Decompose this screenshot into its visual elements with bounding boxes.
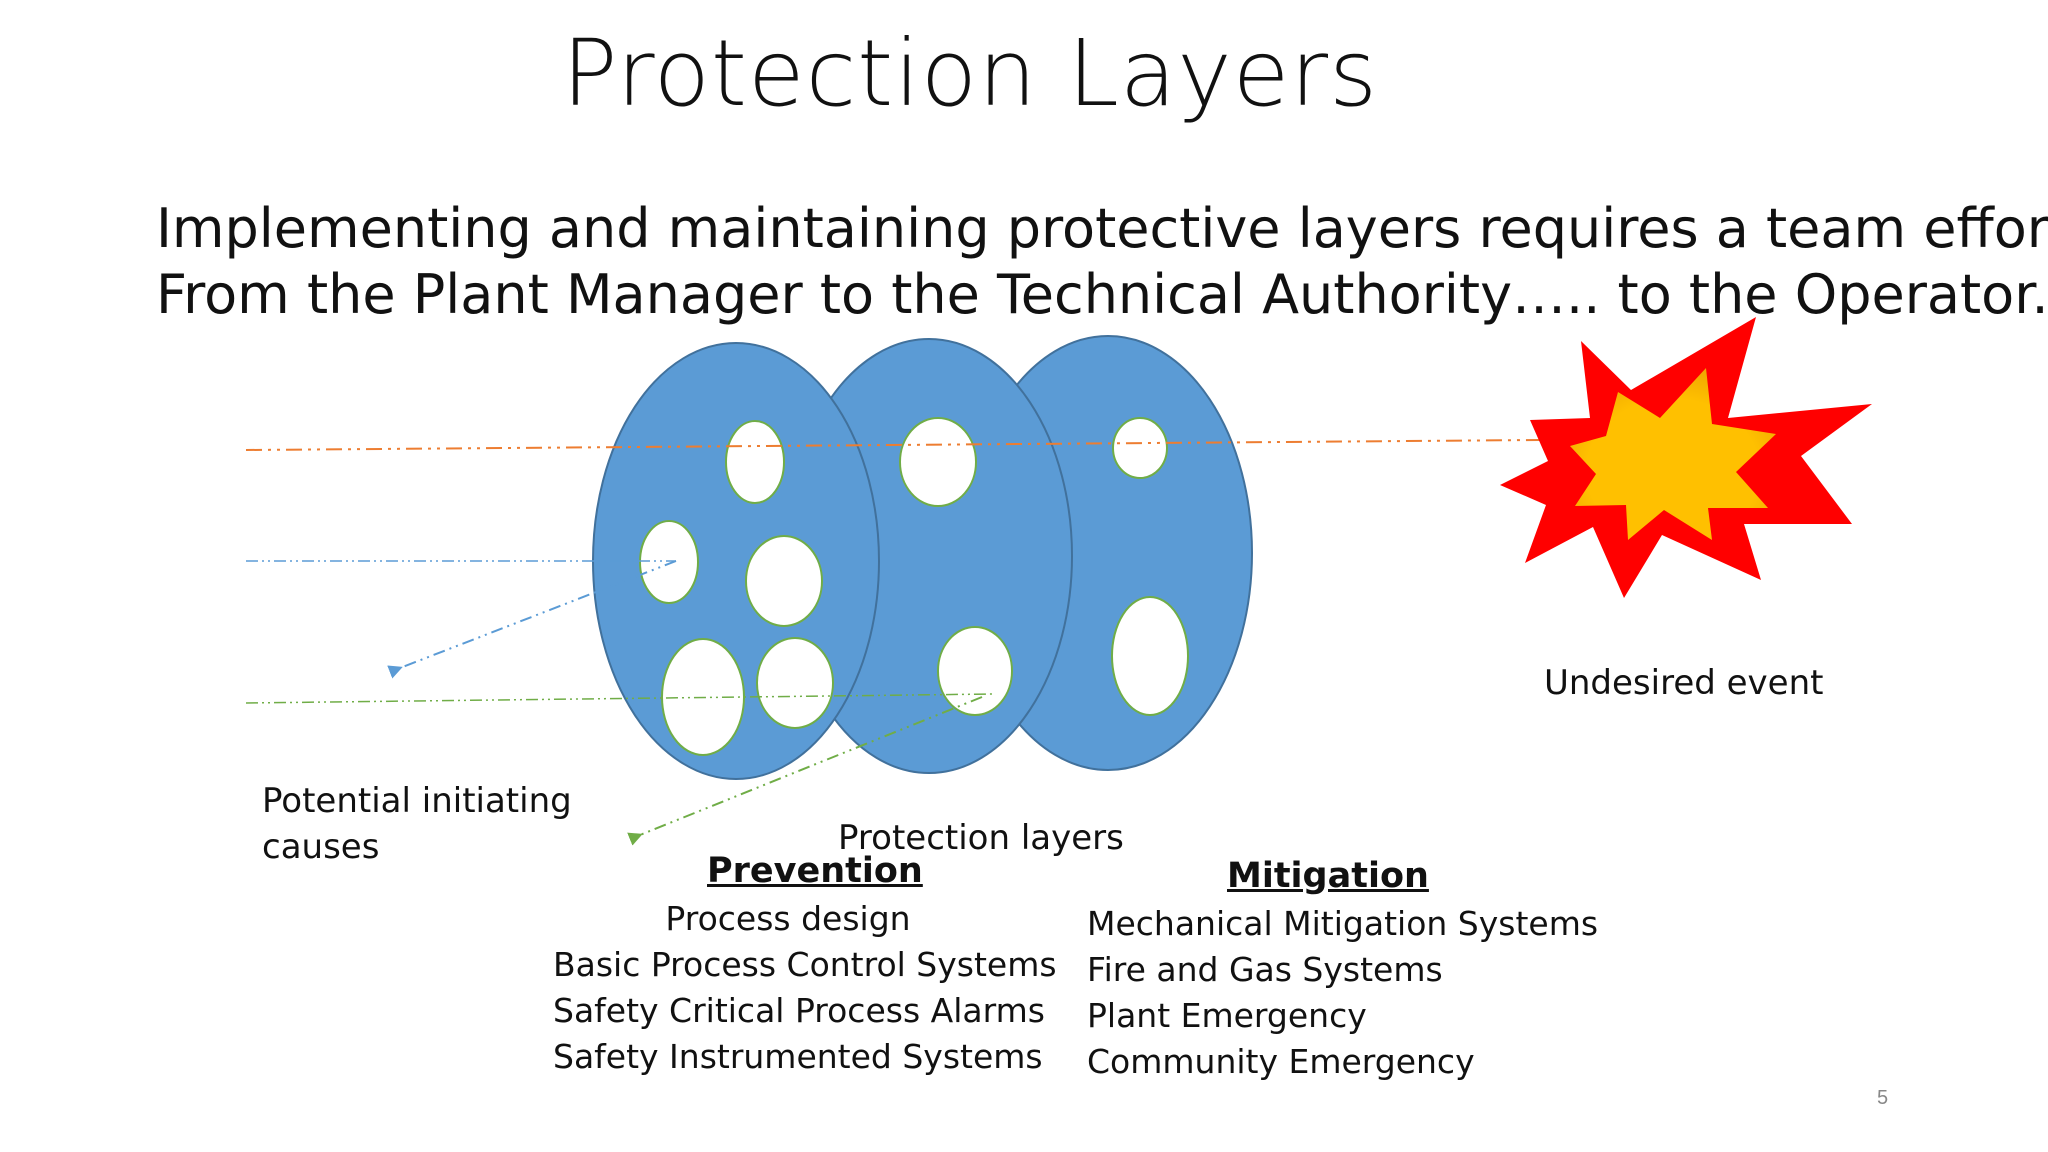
layer-1-hole (756, 637, 834, 729)
prevention-item: Basic Process Control Systems (553, 945, 1057, 984)
green-initiating-path (245, 693, 995, 704)
mitigation-item: Mechanical Mitigation Systems (1087, 904, 1599, 943)
layer-1-hole (745, 535, 823, 627)
initiating-causes-line-1: Potential initiating (262, 781, 572, 821)
initiating-causes-label: Potential initiating causes (262, 778, 572, 870)
layer-2-hole (899, 417, 977, 507)
page-number: 5 (1877, 1087, 1889, 1109)
mitigation-list: Mechanical Mitigation Systems Fire and G… (1087, 901, 1598, 1085)
initiating-causes-line-2: causes (262, 827, 380, 867)
prevention-item: Process design (665, 899, 911, 938)
prevention-heading: Prevention (707, 851, 923, 891)
subtitle-line-2: From the Plant Manager to the Technical … (156, 263, 2048, 326)
mitigation-item: Fire and Gas Systems (1087, 950, 1443, 989)
mitigation-item: Plant Emergency (1087, 996, 1367, 1035)
prevention-list: Process design (553, 896, 1023, 942)
undesired-event-label: Undesired event (1544, 663, 1824, 703)
blue-deflected-path (387, 560, 677, 679)
layer-1-hole (639, 520, 699, 604)
explosion-icon (1500, 317, 1872, 598)
layer-3-hole (1111, 596, 1189, 716)
prevention-item: Safety Critical Process Alarms (553, 991, 1045, 1030)
protection-layer-1 (592, 342, 880, 780)
mitigation-heading: Mitigation (1227, 856, 1429, 896)
layer-1-hole (725, 420, 785, 504)
prevention-list-rest: Basic Process Control Systems Safety Cri… (553, 942, 1057, 1080)
protection-layers-label: Protection layers (838, 818, 1124, 858)
slide-title: Protection Layers (561, 20, 1379, 127)
layer-2-hole (937, 626, 1013, 716)
subtitle-line-1: Implementing and maintaining protective … (156, 197, 2048, 260)
prevention-item: Safety Instrumented Systems (553, 1037, 1043, 1076)
orange-initiating-path (245, 439, 1541, 451)
layer-3-hole (1112, 417, 1168, 479)
slide-subtitle: Implementing and maintaining protective … (156, 196, 2048, 328)
mitigation-item: Community Emergency (1087, 1042, 1475, 1081)
